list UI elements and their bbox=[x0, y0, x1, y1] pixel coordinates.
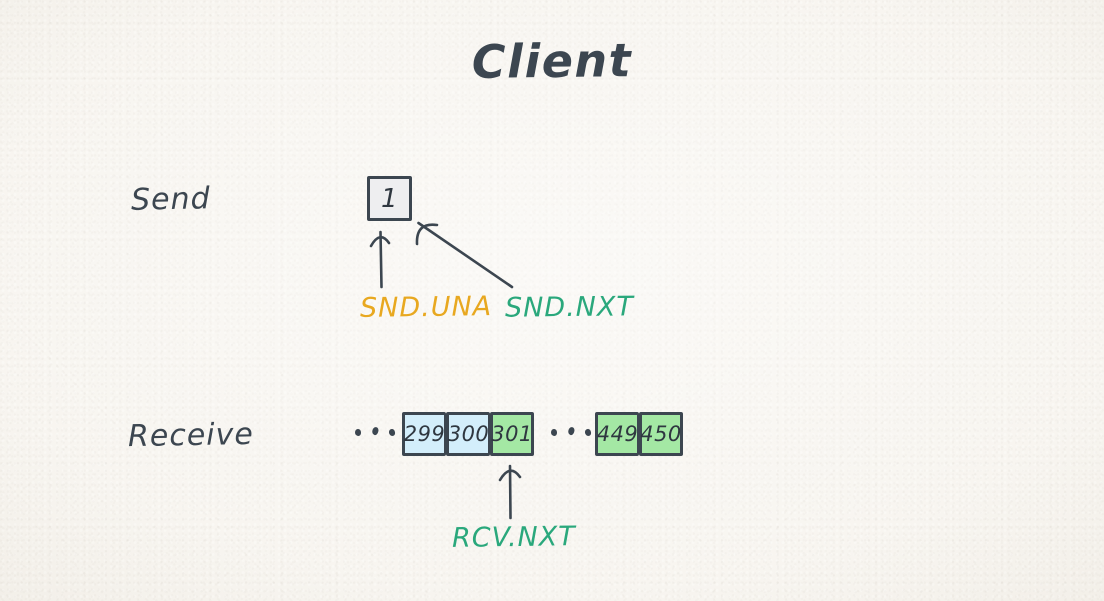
receive-cell-450: 450 bbox=[639, 412, 683, 456]
ellipsis-dot bbox=[388, 428, 396, 436]
receive-cell-449: 449 bbox=[595, 412, 639, 456]
receive-cell-300: 300 bbox=[446, 412, 490, 456]
receive-cell-group-two: 449 450 bbox=[595, 412, 683, 456]
ellipsis-dot bbox=[567, 426, 576, 436]
snd-una-arrow bbox=[369, 230, 391, 289]
receive-cell-group-one: 299 300 301 bbox=[402, 412, 534, 456]
send-cell-1: 1 bbox=[367, 176, 412, 221]
ellipsis-dot bbox=[371, 426, 380, 436]
receive-row-label: Receive bbox=[127, 416, 255, 455]
leading-ellipsis bbox=[355, 426, 396, 436]
receive-cell-299: 299 bbox=[402, 412, 446, 456]
snd-nxt-arrow bbox=[415, 221, 514, 289]
receive-cell-301: 301 bbox=[490, 412, 534, 456]
snd-nxt-label: SND.NXT bbox=[504, 291, 635, 324]
ellipsis-dot bbox=[584, 428, 592, 436]
receive-window bbox=[0, 112, 708, 216]
send-row-label: Send bbox=[130, 181, 211, 218]
rcv-nxt-label: RCV.NXT bbox=[451, 521, 576, 554]
ellipsis-dot bbox=[355, 428, 361, 436]
page-title: Client bbox=[471, 33, 633, 89]
snd-una-label: SND.UNA bbox=[359, 291, 493, 324]
rcv-nxt-arrow bbox=[498, 464, 522, 520]
ellipsis-dot bbox=[551, 428, 557, 436]
middle-ellipsis bbox=[551, 426, 592, 436]
